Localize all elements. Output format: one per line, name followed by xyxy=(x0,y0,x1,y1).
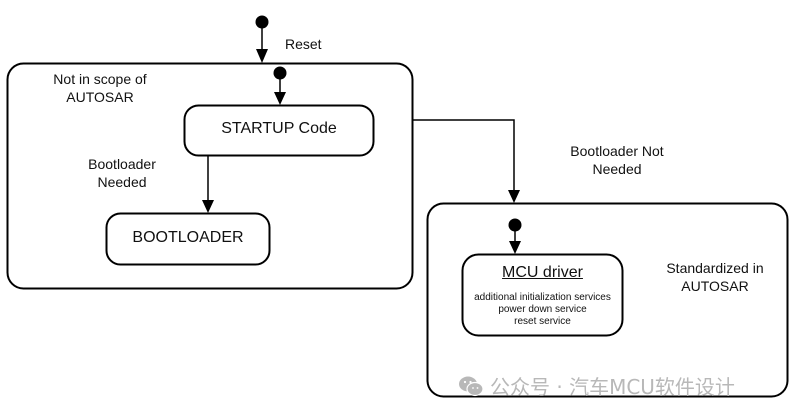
standardized-label: Standardized in AUTOSAR xyxy=(655,259,775,295)
not-in-scope-label: Not in scope of AUTOSAR xyxy=(40,70,160,106)
bootloader-not-needed-label: Bootloader Not Needed xyxy=(555,142,679,178)
reset-arrowhead xyxy=(256,49,268,63)
mcu-service-item: additional initialization services xyxy=(474,292,611,303)
state-mcu-driver-title: MCU driver xyxy=(502,264,583,281)
wechat-icon xyxy=(459,376,484,396)
mcu-region-arrowhead xyxy=(508,190,520,203)
bootloader-not-needed-line-1: Bootloader Not xyxy=(570,143,664,159)
bootloader-needed-label: Bootloader Needed xyxy=(72,155,172,191)
bootloader-needed-line-2: Needed xyxy=(97,174,147,190)
not-in-scope-line-2: AUTOSAR xyxy=(66,89,134,105)
bootloader-not-needed-line-2: Needed xyxy=(592,161,642,177)
mcu-arrowhead xyxy=(509,241,521,254)
bootloader-needed-line-1: Bootloader xyxy=(88,156,156,172)
watermark: 公众号 · 汽车MCU软件设计 xyxy=(458,371,735,400)
mcu-service-item: reset service xyxy=(514,316,571,327)
not-in-scope-line-1: Not in scope of xyxy=(53,71,147,87)
bootloader-not-needed-transition xyxy=(412,119,515,191)
initial-node-mcu xyxy=(508,218,522,232)
state-startup-label: STARTUP Code xyxy=(221,120,337,137)
state-bootloader-box xyxy=(105,212,271,266)
watermark-text: 公众号 · 汽车MCU软件设计 xyxy=(490,375,735,399)
bootloader-arrowhead xyxy=(202,200,214,213)
standardized-line-2: AUTOSAR xyxy=(681,278,749,294)
startup-arrowhead xyxy=(274,92,286,105)
initial-node-reset xyxy=(255,15,269,29)
region-standardized xyxy=(426,202,789,398)
initial-node-startup xyxy=(273,66,287,80)
standardized-line-1: Standardized in xyxy=(666,260,764,276)
state-bootloader-label: BOOTLOADER xyxy=(132,229,244,246)
state-startup-box xyxy=(183,104,375,157)
region-not-in-scope xyxy=(6,62,414,290)
state-mcu-driver-box xyxy=(461,253,624,337)
mcu-service-item: power down service xyxy=(498,304,587,315)
reset-label: Reset xyxy=(285,36,322,52)
mcu-driver-services: additional initialization services power… xyxy=(462,292,623,328)
